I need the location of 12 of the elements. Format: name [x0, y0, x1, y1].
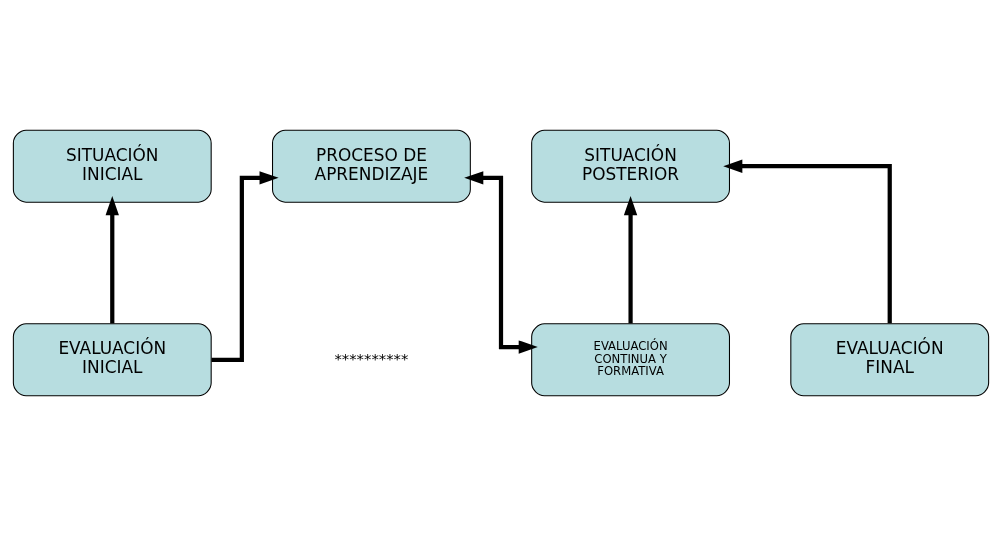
- node-box: EVALUACIÓN CONTINUA Y FORMATIVA: [531, 323, 730, 397]
- arrow: [105, 196, 119, 324]
- node-box: EVALUACIÓN INICIAL: [12, 323, 212, 397]
- arrow: [623, 196, 638, 324]
- label: **********: [334, 349, 409, 367]
- arrow: [464, 171, 538, 354]
- node-box: SITUACIÓN POSTERIOR: [531, 129, 730, 203]
- node-box: EVALUACIÓN FINAL: [790, 323, 990, 397]
- node-box: SITUACIÓN INICIAL: [12, 129, 212, 203]
- arrow: [723, 159, 892, 324]
- node-box: PROCESO DE APRENDIZAJE: [272, 129, 471, 203]
- arrow: [211, 171, 279, 362]
